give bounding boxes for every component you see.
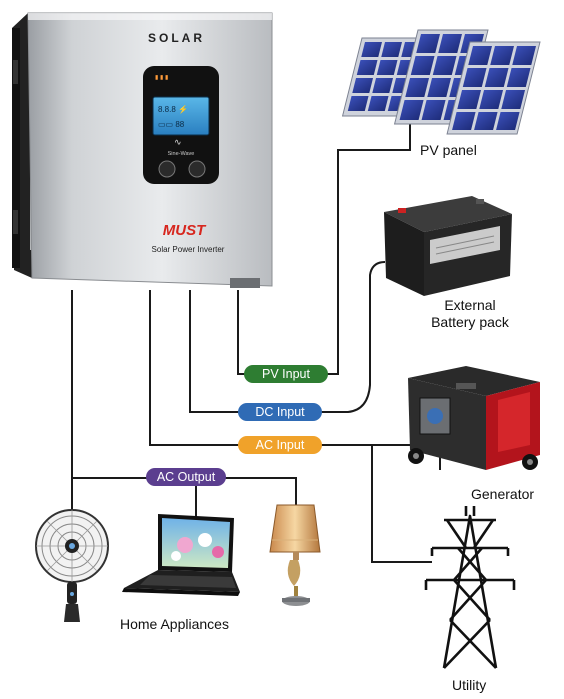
product-name: Solar Power Inverter [152,245,225,254]
inverter-brand-top: SOLAR [148,31,205,45]
connection-labels: PV Input DC Input AC Input AC Output [146,365,328,486]
ac-input-pill [238,436,322,454]
must-logo: MUST [163,222,207,239]
utility-label: Utility [452,677,487,693]
ac-output-label: AC Output [157,470,216,484]
dc-input-label: DC Input [255,405,305,419]
battery-label-line1: External [444,297,496,313]
pv-panel [341,29,541,135]
table-lamp [269,504,321,606]
ac-output-pill [146,468,226,486]
generator-label: Generator [471,486,535,502]
button-right[interactable] [188,160,206,178]
screen-caption: Sine-Wave [168,151,195,157]
home-appliances-label: Home Appliances [120,616,229,632]
utility-tower [424,506,516,669]
laptop [122,514,240,596]
stand-fan [35,509,109,622]
pv-input-wire [237,122,411,375]
pv-panel-label: PV panel [420,142,477,158]
sine-wave-icon: ∿ [174,137,182,147]
battery-pack [384,196,512,296]
generator [408,366,540,470]
pv-input-label: PV Input [262,367,310,381]
solar-inverter: SOLAR ▮ ▮ ▮ 8.8.8 ⚡ ▭▭ 88 ∿ Sine-Wave MU… [12,12,273,288]
dc-input-pill [238,403,322,421]
lcd-graph-icon: ▭▭ 88 [158,120,185,129]
dc-input-wire [189,261,386,413]
battery-label-line2: Battery pack [431,314,509,330]
ac-input-utility-wire [371,445,432,563]
lcd-readout-icon: 8.8.8 ⚡ [158,104,188,114]
lcd-screen [152,96,210,136]
indicator-icon: ▮ ▮ ▮ [155,75,168,81]
pv-input-pill [244,365,328,383]
button-left[interactable] [158,160,176,178]
ac-input-label: AC Input [256,438,305,452]
